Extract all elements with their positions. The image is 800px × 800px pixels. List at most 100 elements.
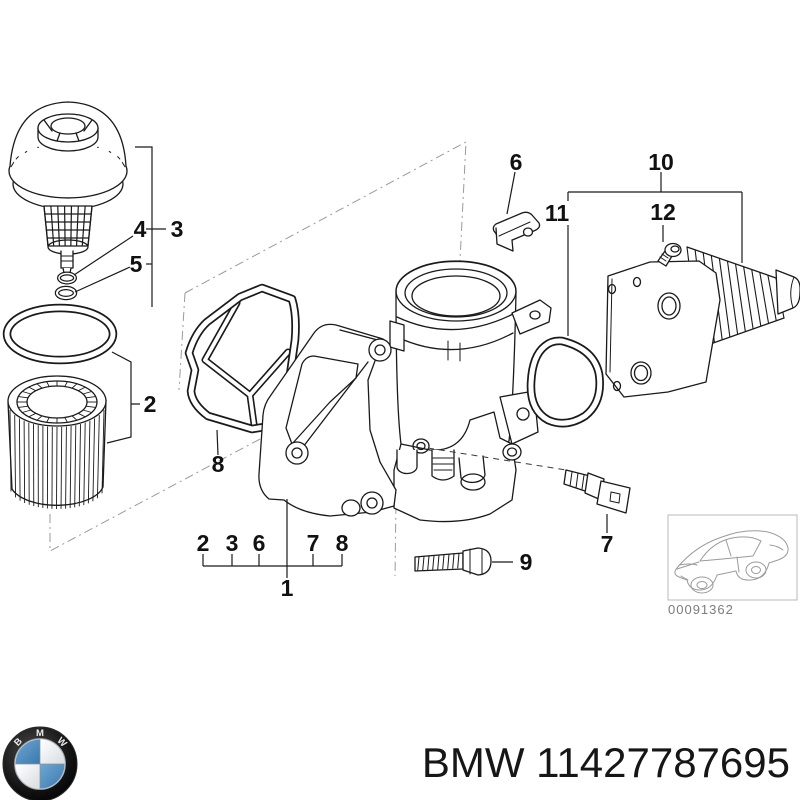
logo-quadrant-br: [40, 764, 65, 789]
detail-line: [452, 553, 455, 569]
detail-line: [437, 554, 440, 570]
detail-line: [43, 205, 49, 247]
detail-line: [87, 420, 91, 504]
detail-line: [64, 381, 68, 387]
detail-line: [71, 415, 78, 421]
detail-line: [56, 426, 58, 510]
detail-line: [50, 205, 55, 247]
car-box-code: 00091362: [668, 602, 734, 617]
detail-line: [447, 554, 450, 569]
callout-1: 1: [281, 575, 294, 601]
detail-line: [427, 555, 430, 571]
callout-5: 5: [130, 251, 143, 277]
part-clip: [492, 211, 541, 252]
part-bolt-9: [414, 547, 492, 576]
detail-line: [78, 412, 86, 418]
logo-quadrant-bl: [15, 764, 40, 789]
part-filter-element: [7, 375, 107, 510]
legend-item: 2: [197, 530, 210, 556]
detail-line: [718, 258, 731, 338]
detail-line: [759, 272, 770, 324]
detail-line: [9, 409, 12, 492]
detail-line: [10, 161, 15, 168]
legend-item: 8: [336, 530, 349, 556]
callout-6: 6: [510, 149, 523, 175]
detail-line: [64, 417, 68, 423]
bolt-threads: [417, 553, 460, 571]
part-filter-housing: [258, 260, 552, 523]
callout-3: 3: [171, 216, 184, 242]
legend-item: 6: [253, 530, 266, 556]
detail-line: [85, 405, 96, 408]
detail-line: [767, 275, 777, 321]
callout-8: 8: [212, 451, 225, 477]
detail-line: [726, 261, 739, 335]
filter-pleats: [9, 409, 105, 510]
logo-letter-m: M: [36, 728, 44, 739]
detail-line: [57, 205, 61, 247]
detail-line: [18, 405, 29, 408]
detail-line: [69, 425, 72, 509]
callout-2: 2: [144, 391, 157, 417]
detail-line: [87, 205, 93, 247]
detail-line: [85, 396, 96, 399]
logo-quadrant-tr: [40, 739, 65, 764]
legend-item: 7: [307, 530, 320, 556]
detail-line: [78, 386, 86, 392]
detail-line: [22, 391, 32, 395]
detail-line: [46, 381, 50, 387]
detail-line: [457, 553, 460, 569]
detail-line: [751, 269, 762, 327]
part-oil-pressure-sensor: [427, 447, 631, 514]
callout-9: 9: [520, 549, 533, 575]
legend: 2 3 6 7 8 1: [197, 499, 349, 601]
detail-line: [22, 409, 32, 413]
detail-line: [36, 383, 43, 389]
callout-11: 11: [545, 200, 570, 226]
detail-line: [70, 205, 73, 247]
part-oil-cooler: [605, 242, 800, 398]
bmw-logo: B M W: [2, 726, 78, 800]
detail-line: [14, 415, 16, 498]
filter-pleat-ticks: [17, 381, 97, 423]
detail-line: [92, 418, 96, 502]
car-thumbnail: [674, 530, 789, 594]
part-number-text: BMW 11427787695: [422, 739, 790, 786]
cap-cage-grid: [43, 205, 93, 247]
detail-line: [743, 266, 754, 329]
detail-line: [417, 556, 420, 571]
detail-line: [23, 420, 26, 503]
detail-line: [108, 150, 112, 154]
car-box: 00091362: [667, 514, 798, 617]
callout-7: 7: [601, 531, 614, 557]
detail-line: [78, 424, 81, 507]
detail-line: [97, 415, 100, 499]
detail-line: [432, 555, 435, 570]
part-bolt-12: [657, 242, 682, 267]
part-oil-filter-cap: [8, 101, 128, 301]
callout-10: 10: [648, 149, 674, 175]
detail-line: [74, 425, 77, 508]
logo-quadrant-tl: [15, 739, 40, 764]
detail-line: [46, 417, 50, 423]
detail-line: [81, 205, 86, 247]
detail-line: [28, 412, 36, 418]
detail-line: [24, 150, 28, 154]
part-gasket-11: [526, 336, 604, 428]
detail-line: [60, 426, 63, 509]
leader-lines: [73, 146, 743, 563]
detail-line: [101, 409, 105, 494]
callouts: 3 4 5 2 8 6 7 9 10 11 12: [73, 146, 743, 575]
detail-line: [82, 391, 92, 395]
detail-line: [18, 418, 21, 501]
detail-line: [121, 161, 126, 168]
part-oring-large: [2, 303, 118, 365]
part-gasket-8: [184, 283, 300, 434]
legend-item: 3: [226, 530, 239, 556]
detail-line: [28, 386, 36, 392]
detail-line: [71, 383, 78, 389]
callout-4: 4: [134, 216, 147, 242]
detail-line: [18, 396, 29, 399]
